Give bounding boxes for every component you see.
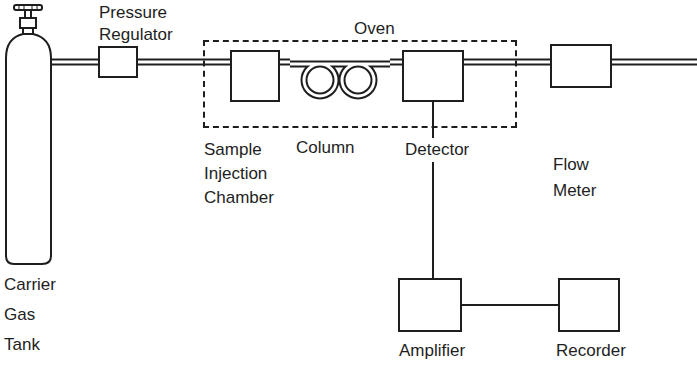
pipe-bore bbox=[464, 61, 550, 64]
connector-line bbox=[390, 59, 402, 66]
component-label: Amplifier bbox=[399, 340, 465, 362]
oven-boundary: OvenSample Injection ChamberColumnDetect… bbox=[203, 40, 517, 128]
signal-wire bbox=[433, 102, 434, 278]
connector-line bbox=[464, 59, 550, 66]
regulator-box: Pressure Regulator bbox=[98, 46, 138, 78]
connector-line bbox=[52, 59, 98, 66]
detector-box: Detector bbox=[402, 50, 464, 102]
outlet-pipe bbox=[612, 62, 697, 63]
pipe-bore bbox=[52, 61, 98, 64]
gas-pipe bbox=[464, 62, 550, 63]
connector-line bbox=[432, 102, 434, 278]
connector-line bbox=[138, 59, 230, 66]
gas-pipe bbox=[390, 62, 402, 63]
connector-line bbox=[462, 304, 558, 306]
gas-cylinder bbox=[4, 4, 52, 266]
injection-chamber-box: Sample Injection Chamber bbox=[230, 50, 280, 102]
signal-wire bbox=[462, 305, 558, 306]
recorder-box: Recorder bbox=[558, 278, 620, 332]
gas-pipe bbox=[52, 62, 98, 63]
gas-tank: Carrier Gas Tank bbox=[4, 4, 52, 266]
component-label: Pressure Regulator bbox=[99, 2, 173, 46]
connector-line bbox=[280, 59, 290, 66]
component-label: Carrier Gas Tank bbox=[4, 270, 56, 360]
column-coil-node: Column bbox=[290, 46, 390, 110]
pipe-bore bbox=[138, 61, 230, 64]
flow-meter-box: Flow Meter bbox=[550, 44, 612, 88]
component-label: Oven bbox=[351, 19, 398, 39]
gas-pipe bbox=[138, 62, 230, 63]
component-label: Recorder bbox=[556, 340, 626, 362]
amplifier-box: Amplifier bbox=[398, 278, 462, 332]
column-coil bbox=[290, 46, 390, 110]
component-label: Column bbox=[296, 136, 355, 160]
gas-pipe bbox=[280, 62, 290, 63]
component-label: Detector bbox=[402, 138, 472, 162]
component-label: Sample Injection Chamber bbox=[204, 138, 274, 210]
component-label: Flow Meter bbox=[553, 152, 596, 204]
pipe-bore bbox=[280, 61, 290, 64]
pipe-bore bbox=[390, 61, 402, 64]
